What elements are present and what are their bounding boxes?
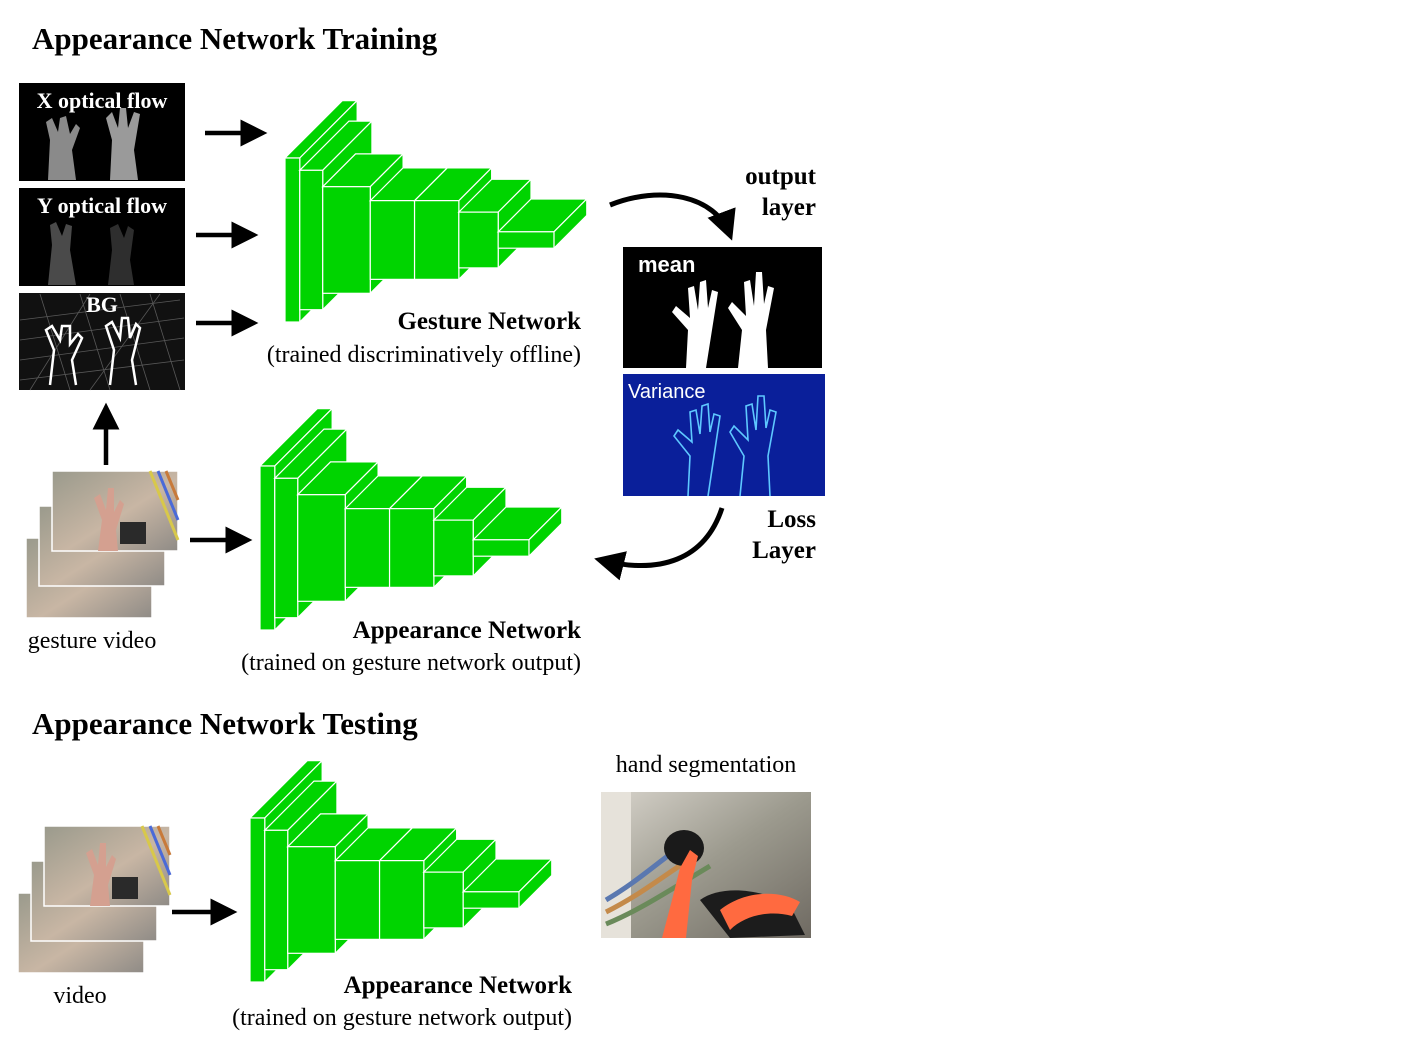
network-layer-front <box>369 200 416 280</box>
loss-label-line1: Loss <box>767 506 816 533</box>
network-layer-front <box>472 539 530 557</box>
bg-panel: BG <box>19 292 185 391</box>
network-layer-front <box>284 157 301 323</box>
network-layer-front <box>462 891 520 909</box>
network-layer-front <box>297 494 346 602</box>
loss-label-line2: Layer <box>752 537 816 564</box>
y-flow-label: Y optical flow <box>37 193 167 218</box>
x-flow-label: X optical flow <box>37 88 168 113</box>
network-layer-front <box>344 508 391 588</box>
gesture-video-stack <box>25 470 180 619</box>
loss-arrow <box>594 507 725 581</box>
testing-appearance-network-pyramid <box>248 759 554 984</box>
network-layer-front <box>497 231 555 249</box>
appearance-network-name: Appearance Network <box>353 617 582 644</box>
output-arrow <box>609 192 736 241</box>
hand-segmentation-image <box>601 792 811 938</box>
appearance-network-note: (trained on gesture network output) <box>241 650 581 676</box>
appearance-network-pyramid <box>258 407 564 632</box>
input-arrows <box>196 119 268 337</box>
variance-panel: Variance <box>623 374 825 497</box>
output-label-line2: layer <box>762 194 816 221</box>
gesture-network-pyramid <box>283 99 589 324</box>
gesture-network-name: Gesture Network <box>397 308 581 335</box>
output-label-line1: output <box>745 163 817 190</box>
network-layer-front <box>433 519 474 577</box>
y-optical-flow-panel: Y optical flow <box>19 188 185 286</box>
network-layer-front <box>388 508 435 588</box>
network-layer-front <box>334 860 381 940</box>
test-video-stack <box>17 825 172 974</box>
network-layer-front <box>264 829 289 971</box>
network-layer-front <box>458 211 499 269</box>
network-layer-front <box>378 860 425 940</box>
network-layer-front <box>274 477 299 619</box>
gesture-video-label: gesture video <box>28 628 157 654</box>
network-layer-front <box>287 846 336 954</box>
testing-title: Appearance Network Testing <box>32 706 418 741</box>
network-layer-front <box>299 169 324 311</box>
network-layer-front <box>423 871 464 929</box>
testing-network-note: (trained on gesture network output) <box>232 1005 572 1031</box>
testing-network-name: Appearance Network <box>344 972 573 999</box>
mean-panel: mean <box>623 247 822 368</box>
bg-label: BG <box>86 292 118 317</box>
gesture-network-note: (trained discriminatively offline) <box>267 342 581 368</box>
variance-label: Variance <box>628 381 705 403</box>
network-layer-front <box>322 186 371 294</box>
test-video-label: video <box>53 983 106 1009</box>
x-optical-flow-panel: X optical flow <box>19 83 185 181</box>
network-layer-front <box>413 200 460 280</box>
mean-label: mean <box>638 252 695 277</box>
network-layer-front <box>259 465 276 631</box>
network-layer-front <box>249 817 266 983</box>
training-title: Appearance Network Training <box>32 21 438 56</box>
hand-segmentation-label: hand segmentation <box>616 752 797 778</box>
